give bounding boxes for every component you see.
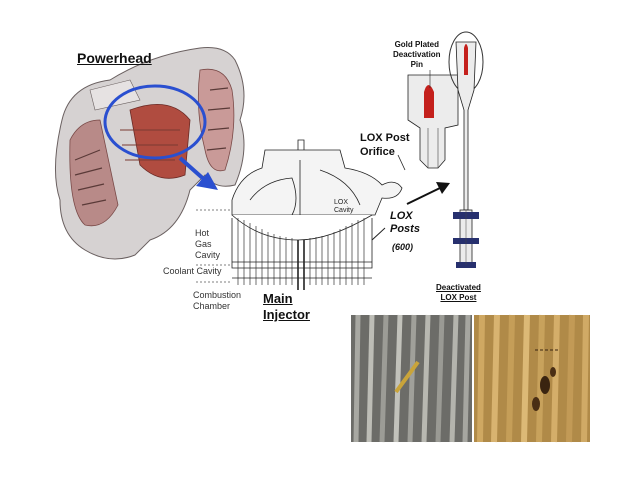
main-injector-drawing [232,140,402,290]
gold-pin-line-2: Deactivation [393,50,441,60]
lox-post-enlargement [408,70,458,168]
orifice-line-1: LOX Post [360,131,410,145]
deactivated-lox-post [449,32,483,268]
post-pointer-arrow-line [407,188,440,204]
main-injector-line-1: Main [263,291,310,307]
lox-cavity-line-2: Cavity [334,207,353,215]
combustion-chamber-label: Combustion Chamber [193,290,241,312]
hot-gas-line-1: Hot [195,228,220,239]
combustion-line-1: Combustion [193,290,241,301]
lox-posts-pointer [372,228,385,240]
lox-posts-count: (600) [392,242,413,252]
lox-posts-line-1: LOX [390,210,420,223]
gold-pin-line-3: Pin [393,60,441,70]
deactivated-post-label: Deactivated LOX Post [436,283,481,303]
gold-pin-line-1: Gold Plated [393,40,441,50]
deactivated-line-1: Deactivated [436,283,481,293]
lox-cavity-label: LOX Cavity [334,199,353,215]
coolant-cavity-label: Coolant Cavity [163,266,222,277]
lox-posts-label: LOX Posts [390,210,420,236]
lox-post-orifice-label: LOX Post Orifice [360,131,410,159]
powerhead-label: Powerhead [77,50,152,66]
photo-left [351,315,472,442]
hot-gas-cavity-label: Hot Gas Cavity [195,228,220,261]
lox-cavity-line-1: LOX [334,199,353,207]
combustion-line-2: Chamber [193,301,241,312]
deactivated-line-2: LOX Post [436,293,481,303]
orifice-line-2: Orifice [360,145,410,159]
hot-gas-line-2: Gas [195,239,220,250]
main-injector-line-2: Injector [263,307,310,323]
lox-posts-line-2: Posts [390,223,420,236]
hot-gas-line-3: Cavity [195,250,220,261]
gold-pin-label: Gold Plated Deactivation Pin [393,40,441,70]
main-injector-label: Main Injector [263,291,310,323]
photo-right [474,315,590,442]
